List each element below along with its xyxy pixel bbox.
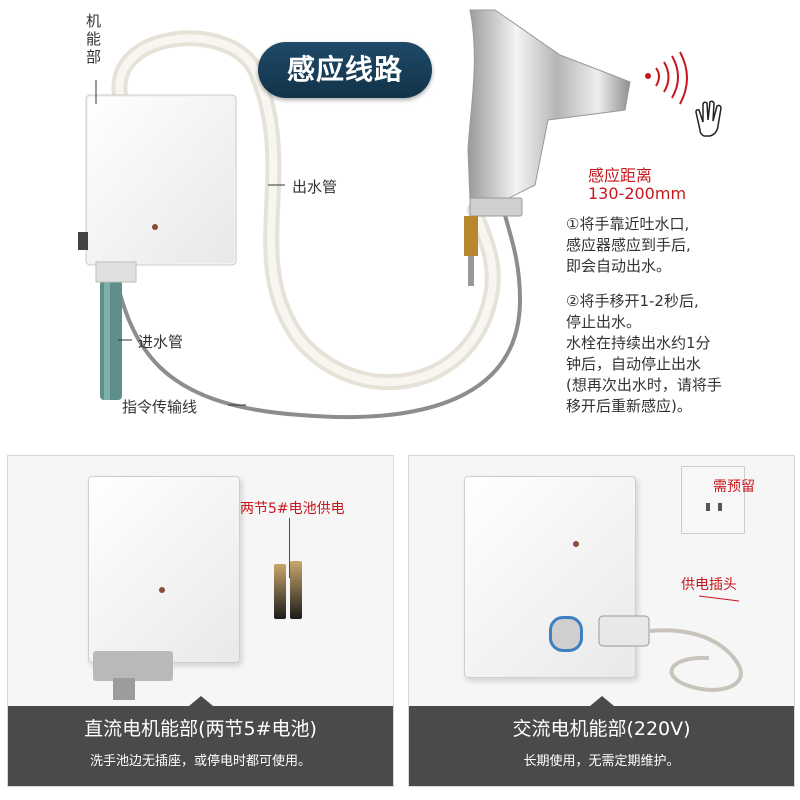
dc-panel: 两节5#电池供电 直流电机能部(两节5#电池) 洗手池边无插座，或停电时都可使用… (7, 455, 394, 787)
dc-title: 直流电机能部(两节5#电池) (84, 718, 317, 740)
dc-outlet-thread (113, 678, 135, 700)
plug-label: 供电插头 (681, 577, 737, 593)
signal-wire-label: 指令传输线 (122, 398, 198, 416)
battery-icon (290, 561, 302, 619)
note-line: 停止出水。 (566, 313, 642, 331)
note-line: 水栓在持续出水约1分 (566, 334, 711, 352)
battery-icon (274, 564, 286, 619)
note-line: 钟后，自动停止出水 (566, 355, 702, 373)
ac-subtitle: 长期使用，无需定期维护。 (523, 754, 680, 769)
ac-title: 交流电机能部(220V) (512, 718, 691, 740)
power-plug-icon (598, 595, 743, 692)
motor-unit-label: 机能部 (86, 12, 102, 66)
socket-label: 需预留 (713, 479, 755, 495)
note-line: ②将手移开1-2秒后, (566, 292, 699, 310)
outlet-pipe-label: 出水管 (292, 178, 338, 196)
sensing-distance-value: 130-200mm (588, 184, 687, 203)
usage-notes: ①将手靠近吐水口, 感应器感应到手后, 即会自动出水。 ②将手移开1-2秒后, … (566, 214, 722, 417)
wall-socket-icon (681, 466, 745, 534)
note-line: 移开后重新感应)。 (566, 397, 692, 415)
faucet (467, 9, 631, 201)
ac-footer: 交流电机能部(220V) 长期使用，无需定期维护。 (409, 696, 794, 786)
ac-outlet-fitting (549, 616, 583, 652)
brass-connector (464, 216, 478, 256)
sensing-distance-title: 感应距离 (588, 166, 653, 185)
note-line: (想再次出水时，请将手 (566, 376, 722, 394)
dc-subtitle: 洗手池边无插座，或停电时都可使用。 (89, 754, 311, 769)
inlet-pipe-label: 进水管 (138, 333, 184, 351)
note-line: 感应器感应到手后, (566, 236, 691, 254)
page-title: 感应线路 (258, 42, 432, 98)
battery-label: 两节5#电池供电 (240, 501, 345, 517)
dc-footer: 直流电机能部(两节5#电池) 洗手池边无插座，或停电时都可使用。 (8, 696, 393, 786)
hand-icon (695, 100, 722, 137)
ac-panel: 需预留 供电插头 交流电机能部(220V) 长期使用，无需定期维护。 (408, 455, 795, 787)
note-line: ①将手靠近吐水口, (566, 215, 690, 233)
dc-outlet-fitting (93, 651, 173, 681)
wiring-illustration (78, 9, 722, 419)
sensor-wave-icon (655, 67, 660, 87)
note-line: 即会自动出水。 (566, 257, 672, 275)
signal-cable (110, 214, 523, 419)
dc-control-box (88, 476, 240, 663)
